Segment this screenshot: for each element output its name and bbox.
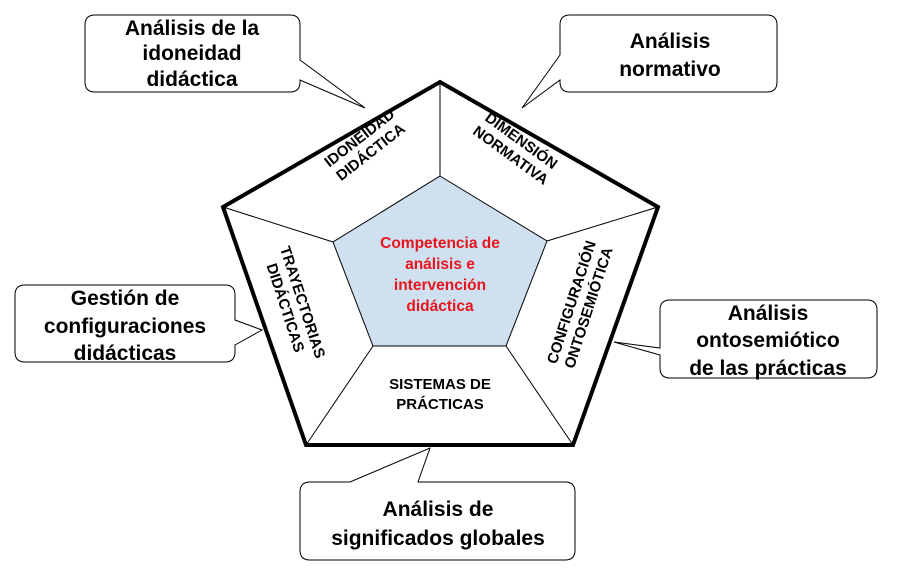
callout-line: configuraciones (44, 315, 206, 338)
callout-line: normativo (619, 58, 721, 81)
center-label: Competencia de análisis e intervención d… (380, 235, 500, 315)
callout-line: de las prácticas (689, 357, 847, 380)
callout-line: Análisis de la (125, 17, 260, 40)
callout-line: significados globales (331, 527, 545, 550)
center-line: didáctica (406, 298, 474, 315)
callout-gestion: Gestión de configuraciones didácticas (14, 284, 264, 365)
callout-normativo: Análisis normativo (521, 14, 778, 109)
center-line: intervención (394, 277, 486, 294)
callout-line: Análisis de (383, 498, 494, 521)
callout-line: Gestión de (71, 287, 180, 310)
callout-line: idoneidad (142, 42, 241, 65)
callout-idoneidad: Análisis de la idoneidad didáctica (84, 14, 366, 109)
center-line: análisis e (405, 256, 475, 273)
segment-line: PRÁCTICAS (396, 396, 484, 413)
callout-line: ontosemiótico (696, 329, 840, 352)
callout-line: Análisis (728, 302, 809, 325)
callout-line: didácticas (74, 342, 177, 365)
segment-line: SISTEMAS DE (389, 376, 491, 393)
callout-line: Análisis (630, 30, 711, 53)
center-pentagon (332, 175, 548, 347)
center-line: Competencia de (380, 235, 500, 252)
callout-ontosemiotico: Análisis ontosemiótico de las prácticas (613, 299, 878, 380)
callout-globales: Análisis de significados globales (299, 447, 576, 561)
segment-sistemas: SISTEMAS DE PRÁCTICAS (389, 376, 491, 413)
callout-line: didáctica (146, 68, 237, 91)
